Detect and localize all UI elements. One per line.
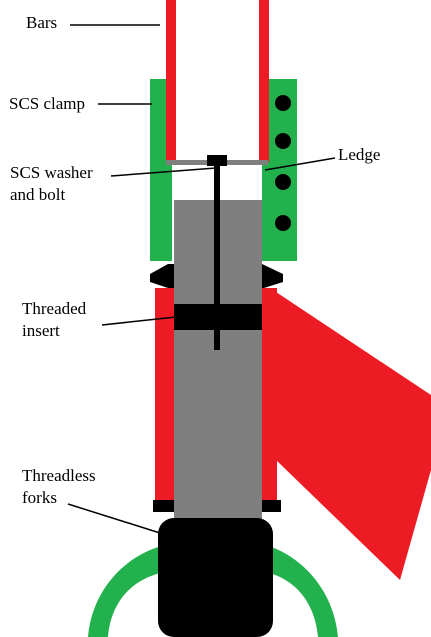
- clamp-bolt-2: [275, 133, 291, 149]
- lower-headset-cup-left: [153, 500, 175, 512]
- label-threaded-insert-line1: Threaded: [22, 299, 87, 318]
- leader-threaded-insert: [101, 316, 177, 326]
- leader-threadless-forks: [67, 503, 161, 534]
- clamp-bolt-4: [275, 215, 291, 231]
- label-threadless-forks-line1: Threadless: [22, 466, 96, 485]
- fork-crown-arch-right: [265, 545, 338, 637]
- leader-ledge: [264, 157, 336, 171]
- label-scs-washer: SCS washer and bolt: [10, 162, 93, 206]
- label-threadless-forks-line2: forks: [22, 488, 57, 507]
- label-ledge: Ledge: [338, 144, 380, 166]
- label-threaded-insert: Threaded insert: [22, 298, 86, 342]
- label-ledge-text: Ledge: [338, 145, 381, 164]
- threaded-insert: [174, 304, 262, 330]
- bar-left: [166, 0, 176, 162]
- label-bars-text: Bars: [26, 13, 58, 32]
- fork-crown-arch: [88, 545, 165, 637]
- label-scs-clamp-text: SCS clamp: [9, 94, 86, 113]
- leader-scs-washer: [110, 167, 217, 177]
- clamp-bolt-3: [275, 174, 291, 190]
- lower-headset-cup-right: [259, 500, 281, 512]
- label-scs-washer-line2: and bolt: [10, 185, 66, 204]
- label-threaded-insert-line2: insert: [22, 321, 60, 340]
- bar-right: [259, 0, 269, 162]
- label-bars: Bars: [26, 12, 57, 34]
- label-scs-washer-line1: SCS washer: [10, 163, 93, 182]
- scs-bolt-head: [207, 155, 227, 166]
- clamp-bolt-1: [275, 95, 291, 111]
- frame-down-tube: [270, 292, 431, 580]
- scs-bolt: [214, 165, 220, 350]
- fork-crown: [158, 518, 273, 637]
- label-scs-clamp: SCS clamp: [9, 93, 85, 115]
- label-threadless-forks: Threadless forks: [22, 465, 96, 509]
